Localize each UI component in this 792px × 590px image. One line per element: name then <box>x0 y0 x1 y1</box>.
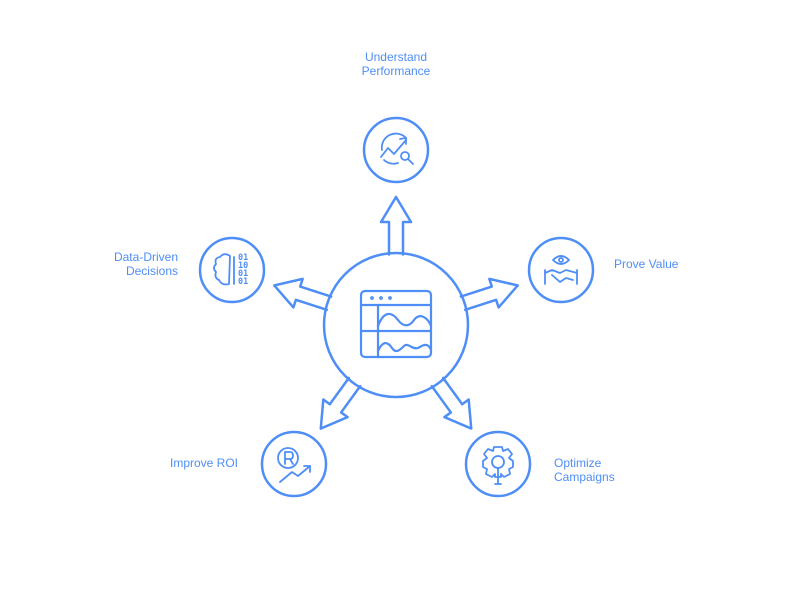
label-optimize-campaigns: Optimize <box>554 456 602 470</box>
center-circle <box>322 251 470 399</box>
eye-handshake-icon <box>544 255 578 285</box>
label-data-driven-decisions: Data-Driven <box>114 250 178 264</box>
node-understand-performance[interactable] <box>362 116 430 184</box>
binary-digits: 01 <box>238 253 248 263</box>
arrow-to-prove <box>459 277 519 312</box>
binary-digits: 01 <box>238 277 248 287</box>
arrow-to-roi <box>319 376 362 430</box>
chart-magnifier-icon <box>380 132 414 165</box>
label-improve-roi: Improve ROI <box>170 456 238 470</box>
label-understand-performance: Performance <box>362 64 431 78</box>
coin-trend-icon <box>277 447 311 483</box>
dashboard-window-icon <box>359 289 433 359</box>
arrow-to-understand <box>379 195 413 256</box>
label-understand-performance: Understand <box>365 50 427 64</box>
brain-binary-icon: 01 10 01 01 <box>213 253 248 287</box>
arrow-to-optimize <box>430 376 473 430</box>
node-improve-roi[interactable] <box>260 430 328 498</box>
node-prove-value[interactable] <box>527 236 595 304</box>
binary-digits: 10 <box>238 261 248 271</box>
arrow-to-data <box>273 277 333 312</box>
node-optimize-campaigns[interactable] <box>464 430 532 498</box>
label-optimize-campaigns: Campaigns <box>554 470 615 484</box>
label-prove-value: Prove Value <box>614 257 679 271</box>
gear-bulb-icon <box>482 446 514 485</box>
binary-digits: 01 <box>238 269 248 279</box>
node-data-driven-decisions[interactable]: 01 10 01 01 <box>198 236 266 304</box>
label-data-driven-decisions: Decisions <box>126 264 178 278</box>
